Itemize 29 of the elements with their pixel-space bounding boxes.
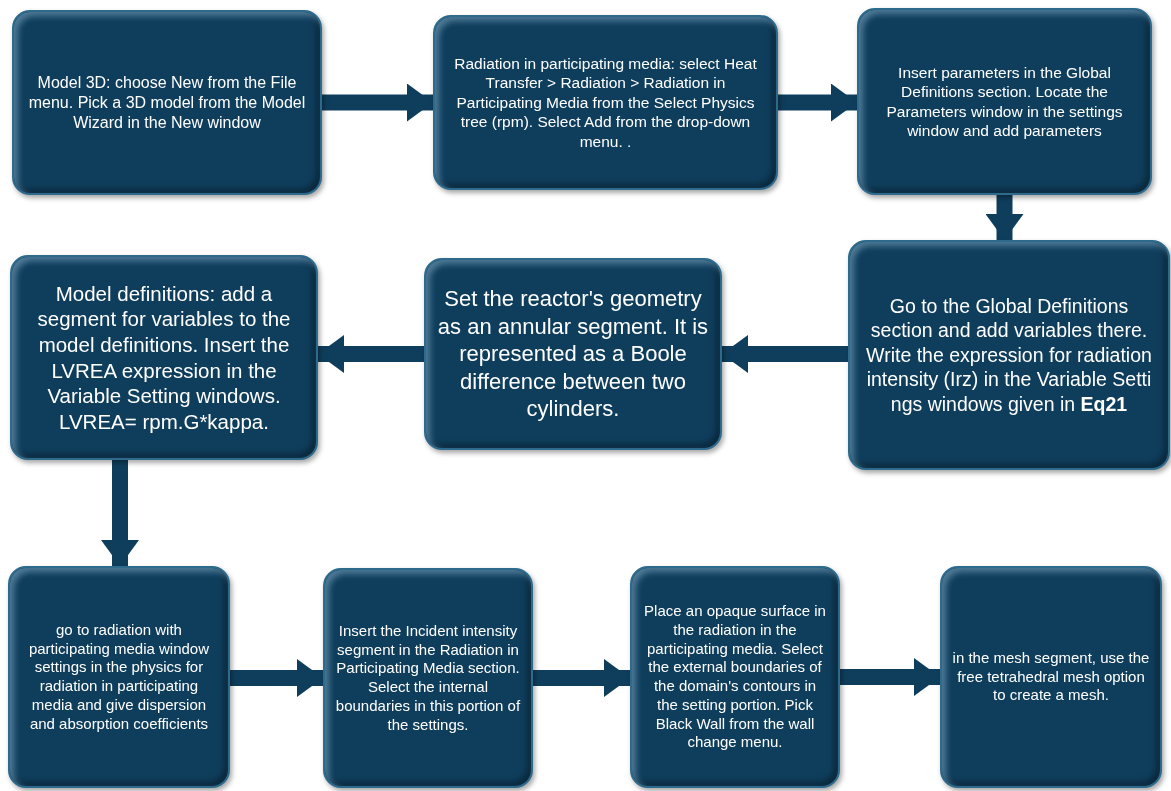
process-box — [857, 8, 1152, 195]
step-text: Insert parameters in the Global Definitions section. Locate the Parameters window in the settings window and add parameters — [885, 62, 1124, 141]
process-box — [424, 258, 722, 450]
step-text: Model 3D: choose New from the File menu. Pick a 3D model from the Model Wizard in the New window — [27, 72, 307, 133]
block-arrow — [318, 335, 424, 373]
block-arrow — [985, 195, 1024, 240]
step-text: Set the reactor's geometry as an annular segment. It is represented as a Boole difference between two cylinders. — [436, 285, 710, 423]
process-box — [8, 566, 230, 788]
process-box — [323, 568, 533, 788]
block-arrow — [101, 460, 139, 566]
step-text: Model definitions: add a segment for variables to the model definitions. Insert the LVREA expression in the Variable Setting windows. LVREA= rpm.G*kappa. — [36, 280, 292, 435]
block-arrow — [840, 658, 940, 696]
step-text: go to radiation with participating media window settings in the physics for radiation in participating media and give dispersion and absorption coefficients — [27, 620, 211, 734]
process-box — [630, 566, 840, 788]
step-text: in the mesh segment, use the free tetrahedral mesh option to create a mesh. — [952, 648, 1150, 706]
process-box — [433, 15, 778, 190]
step-text: Insert the Incident intensity segment in the Radiation in Participating Media section. Select the internal boundaries in this portion of the settings. — [335, 621, 521, 735]
step-text: Go to the Global Definitions section and add variables there. Write the expression for radiation intensity (Irz) in the Variable Setti ngs windows given in Eq21 — [865, 294, 1153, 416]
process-box — [12, 10, 322, 195]
process-box — [10, 255, 318, 460]
process-box — [940, 566, 1162, 788]
block-arrow — [230, 659, 323, 697]
block-arrow — [778, 83, 857, 122]
step-text: Place an opaque surface in the radiation in the participating media. Select the external boundaries of the domain's contours in the setting portion. Pick Black Wall from the wall change menu. — [643, 602, 827, 752]
process-box — [848, 240, 1170, 470]
block-arrow — [322, 83, 433, 122]
block-arrow — [533, 659, 630, 697]
step-text: Radiation in participating media: select Heat Transfer > Radiation > Radiation in Participating Media from the Select Physics tree (rpm). Select Add from the drop-down menu. . — [453, 54, 758, 151]
block-arrow — [722, 335, 848, 373]
